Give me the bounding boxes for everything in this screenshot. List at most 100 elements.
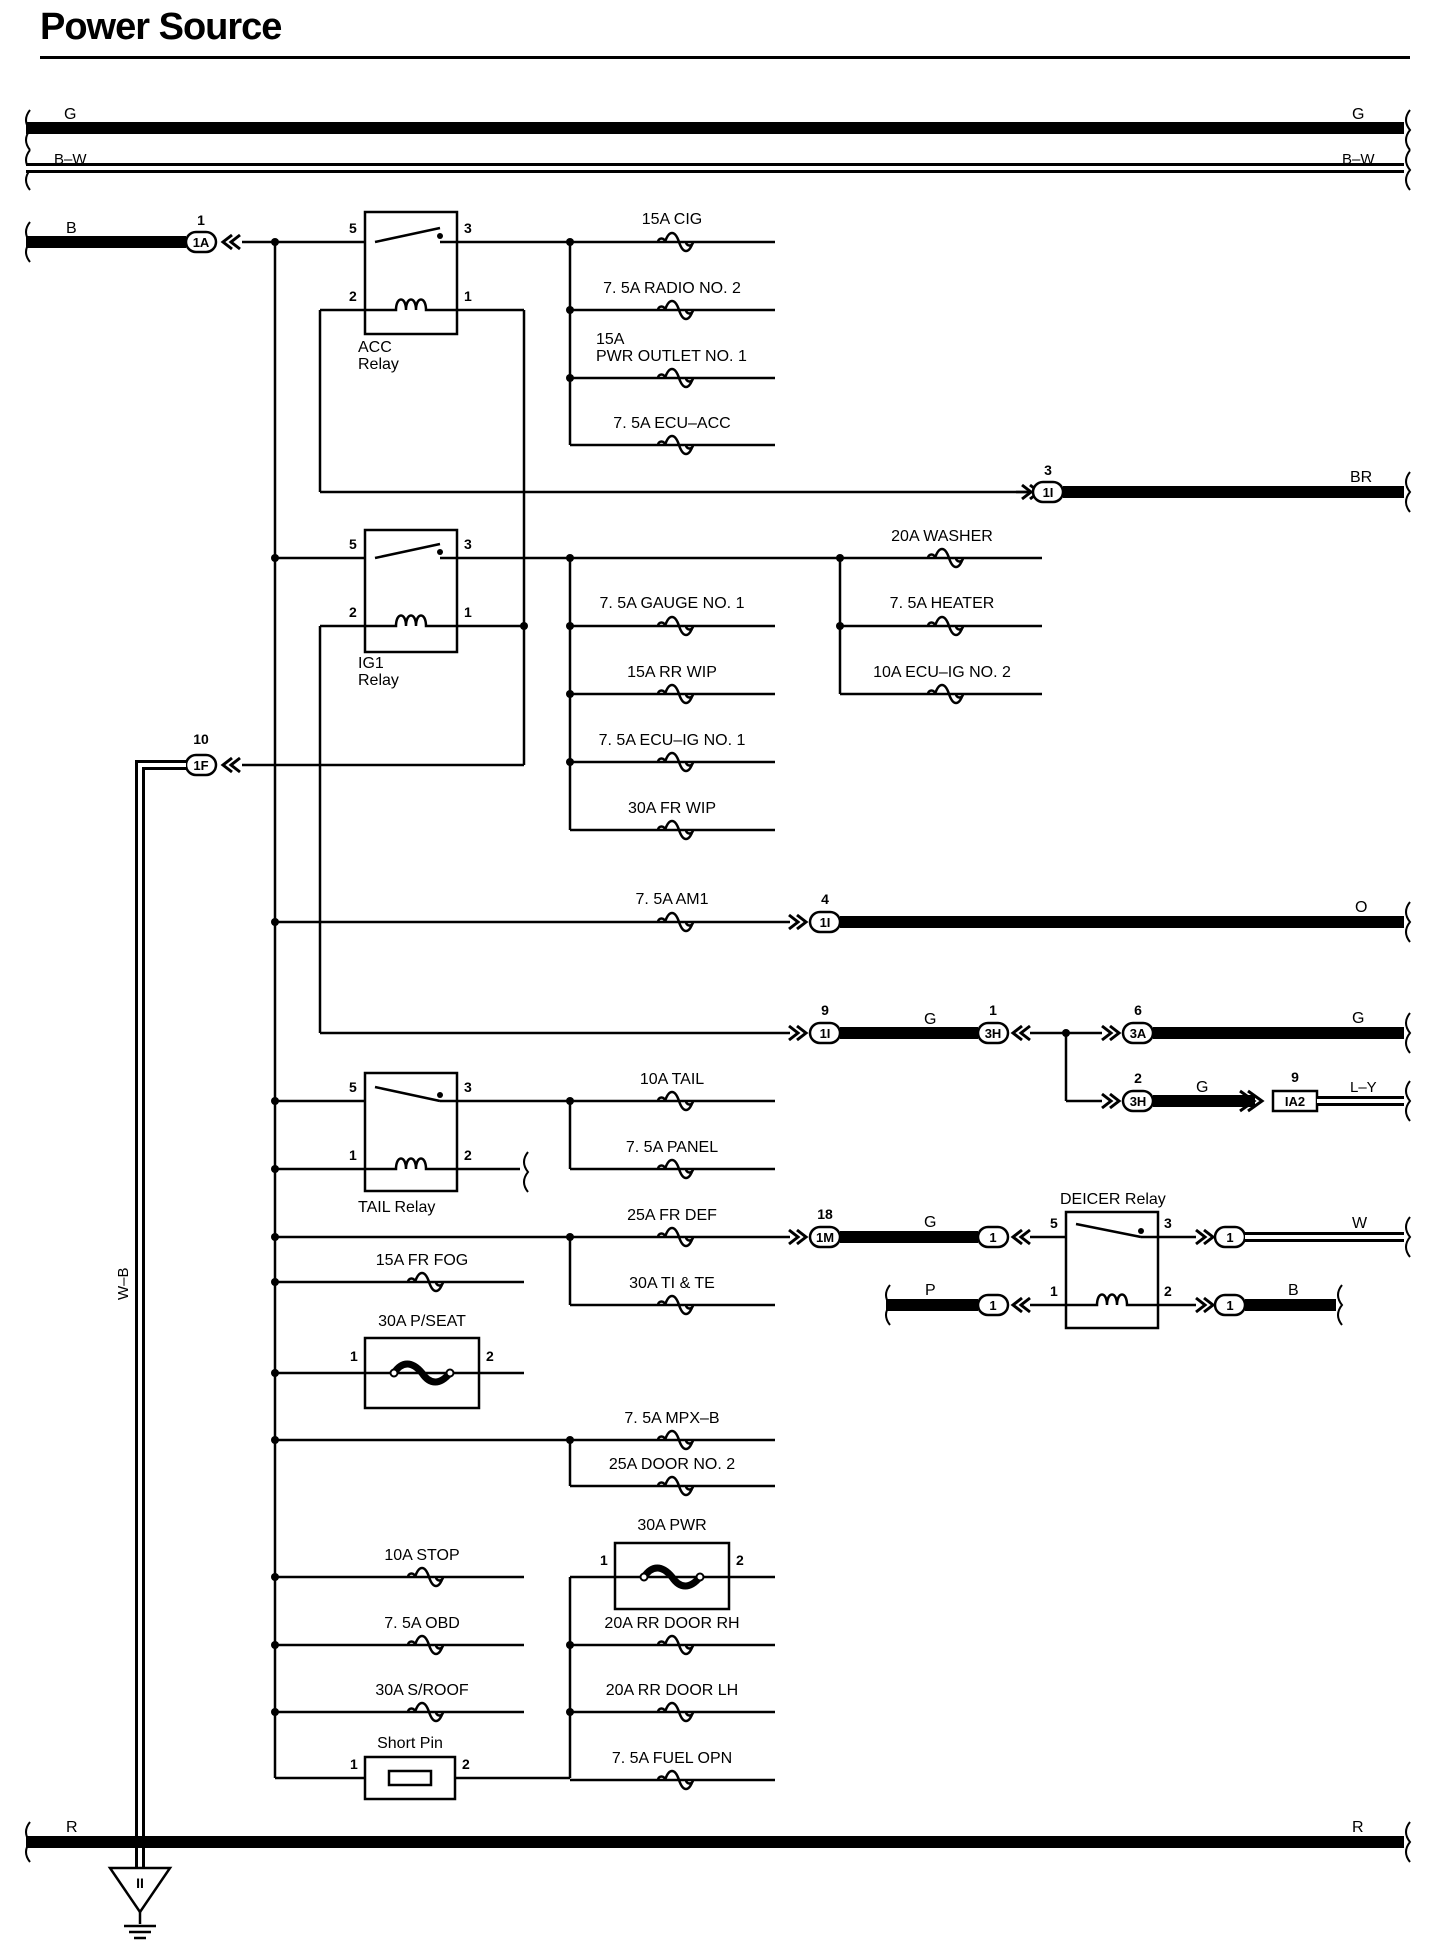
relay-label: DEICER Relay: [1060, 1191, 1166, 1208]
svg-text:2: 2: [462, 1756, 470, 1772]
svg-text:7. 5A ECU–IG NO. 1: 7. 5A ECU–IG NO. 1: [599, 732, 746, 749]
svg-text:6: 6: [1134, 1002, 1142, 1018]
bus-label: B–W: [1342, 151, 1375, 168]
svg-text:7. 5A HEATER: 7. 5A HEATER: [890, 595, 995, 612]
svg-text:3: 3: [1044, 462, 1052, 478]
fusible-link-pwr: 30A PWR 1 2: [600, 1517, 744, 1611]
wire-color: G: [924, 1011, 936, 1028]
deicer-relay: 5 3 1 2 DEICER Relay: [1050, 1191, 1172, 1330]
svg-text:1I: 1I: [1043, 485, 1054, 500]
svg-text:1I: 1I: [820, 1026, 831, 1041]
fuse-fr-wip: 30A FR WIP: [628, 800, 716, 841]
wire-color: P: [925, 1282, 936, 1299]
svg-text:5: 5: [349, 1079, 357, 1095]
svg-text:IA2: IA2: [1285, 1094, 1305, 1109]
bus-label: B–W: [54, 151, 87, 168]
svg-text:20A RR DOOR LH: 20A RR DOOR LH: [606, 1682, 738, 1699]
fuse-tail: 10A TAIL: [640, 1071, 704, 1112]
svg-text:2: 2: [1134, 1070, 1142, 1086]
ground-icon: II: [136, 1875, 144, 1891]
short-pin: Short Pin 1 2: [350, 1735, 470, 1801]
connector-3h-1: 3H 1: [976, 1002, 1032, 1045]
fuse-door-no2: 25A DOOR NO. 2: [609, 1456, 735, 1497]
fuse-stop: 10A STOP: [384, 1547, 460, 1588]
fuse-ecu-acc: 7. 5A ECU–ACC: [613, 415, 731, 456]
connector-deicer-3: 1: [976, 1293, 1032, 1317]
fuse-radio-no2: 7. 5A RADIO NO. 2: [603, 280, 741, 321]
svg-text:2: 2: [349, 288, 357, 304]
fuse-sroof: 30A S/ROOF: [375, 1682, 469, 1723]
connector-1f: 1F 10: [184, 731, 242, 777]
svg-text:7. 5A RADIO NO. 2: 7. 5A RADIO NO. 2: [603, 280, 741, 297]
connector-3a: 3A 6: [1100, 1002, 1155, 1045]
fuse-rr-door-rh: 20A RR DOOR RH: [604, 1615, 740, 1656]
fuse-fuel-opn: 7. 5A FUEL OPN: [612, 1750, 732, 1791]
wire-color: BR: [1350, 469, 1372, 486]
svg-text:PWR OUTLET NO. 1: PWR OUTLET NO. 1: [596, 348, 747, 365]
svg-text:1I: 1I: [820, 915, 831, 930]
wire-color: W: [1352, 1215, 1368, 1232]
page-title: Power Source: [40, 6, 282, 48]
relay-label: ACC: [358, 339, 392, 356]
connector-deicer-1: 1: [976, 1225, 1032, 1249]
fuse-washer: 20A WASHER: [891, 528, 993, 569]
svg-text:2: 2: [486, 1348, 494, 1364]
svg-text:2: 2: [1164, 1283, 1172, 1299]
fuse-gauge-no1: 7. 5A GAUGE NO. 1: [600, 595, 745, 637]
connector-3h-2: 3H 2: [1100, 1070, 1155, 1113]
bus-label: G: [64, 106, 76, 123]
svg-text:15A: 15A: [596, 331, 625, 348]
relay-label: IG1: [358, 655, 384, 672]
connector-1i-g: 1I 9: [787, 1002, 842, 1045]
fusible-link-pseat: 30A P/SEAT 1 2: [350, 1313, 494, 1410]
svg-text:3: 3: [464, 536, 472, 552]
svg-text:10: 10: [193, 731, 209, 747]
svg-text:4: 4: [821, 891, 829, 907]
bus-label: R: [66, 1819, 78, 1836]
bus-bw: B–W B–W: [25, 149, 1412, 191]
svg-text:5: 5: [349, 536, 357, 552]
svg-text:2: 2: [464, 1147, 472, 1163]
connector-ia2: IA2 9: [1271, 1069, 1319, 1113]
fuse-rr-door-lh: 20A RR DOOR LH: [606, 1682, 738, 1723]
svg-text:7. 5A ECU–ACC: 7. 5A ECU–ACC: [613, 415, 730, 432]
connector-1i-o: 1I 4: [787, 891, 842, 934]
svg-text:7. 5A AM1: 7. 5A AM1: [636, 891, 709, 908]
svg-text:1: 1: [989, 1298, 996, 1313]
svg-text:30A FR WIP: 30A FR WIP: [628, 800, 716, 817]
junction-dots: [271, 238, 844, 1716]
connector-deicer-4: 1: [1194, 1293, 1247, 1317]
svg-text:1: 1: [350, 1348, 358, 1364]
svg-text:30A PWR: 30A PWR: [637, 1517, 706, 1534]
svg-text:7. 5A GAUGE NO. 1: 7. 5A GAUGE NO. 1: [600, 595, 745, 612]
fuse-rr-wip: 15A RR WIP: [627, 664, 717, 705]
svg-text:5: 5: [349, 220, 357, 236]
svg-text:1: 1: [349, 1147, 357, 1163]
wire-color: G: [1196, 1079, 1208, 1096]
svg-text:1: 1: [464, 604, 472, 620]
wire-color: L–Y: [1350, 1079, 1377, 1096]
svg-text:3H: 3H: [1130, 1094, 1147, 1109]
svg-text:18: 18: [817, 1206, 833, 1222]
svg-text:10A ECU–IG NO. 2: 10A ECU–IG NO. 2: [873, 664, 1011, 681]
svg-text:30A TI & TE: 30A TI & TE: [629, 1275, 715, 1292]
svg-text:1: 1: [350, 1756, 358, 1772]
svg-text:2: 2: [349, 604, 357, 620]
connector-1a: 1A 1: [184, 212, 242, 254]
fuse-fr-def: 25A FR DEF: [627, 1207, 717, 1248]
fuse-mpx-b: 7. 5A MPX–B: [624, 1410, 720, 1451]
svg-text:1: 1: [1050, 1283, 1058, 1299]
bus-g-top: G G: [25, 106, 1412, 151]
svg-text:1: 1: [197, 212, 205, 228]
connector-deicer-2: 1: [1194, 1225, 1247, 1249]
svg-text:1: 1: [464, 288, 472, 304]
connector-1m: 1M 18: [787, 1206, 842, 1249]
svg-text:20A WASHER: 20A WASHER: [891, 528, 993, 545]
svg-text:3: 3: [464, 1079, 472, 1095]
fuse-fr-fog: 15A FR FOG: [376, 1252, 468, 1293]
fuse-pwr-outlet-no1: 15A PWR OUTLET NO. 1: [596, 331, 747, 389]
svg-text:15A RR WIP: 15A RR WIP: [627, 664, 717, 681]
svg-text:7. 5A OBD: 7. 5A OBD: [384, 1615, 460, 1632]
fuse-panel: 7. 5A PANEL: [626, 1139, 718, 1180]
svg-text:1: 1: [989, 1002, 997, 1018]
